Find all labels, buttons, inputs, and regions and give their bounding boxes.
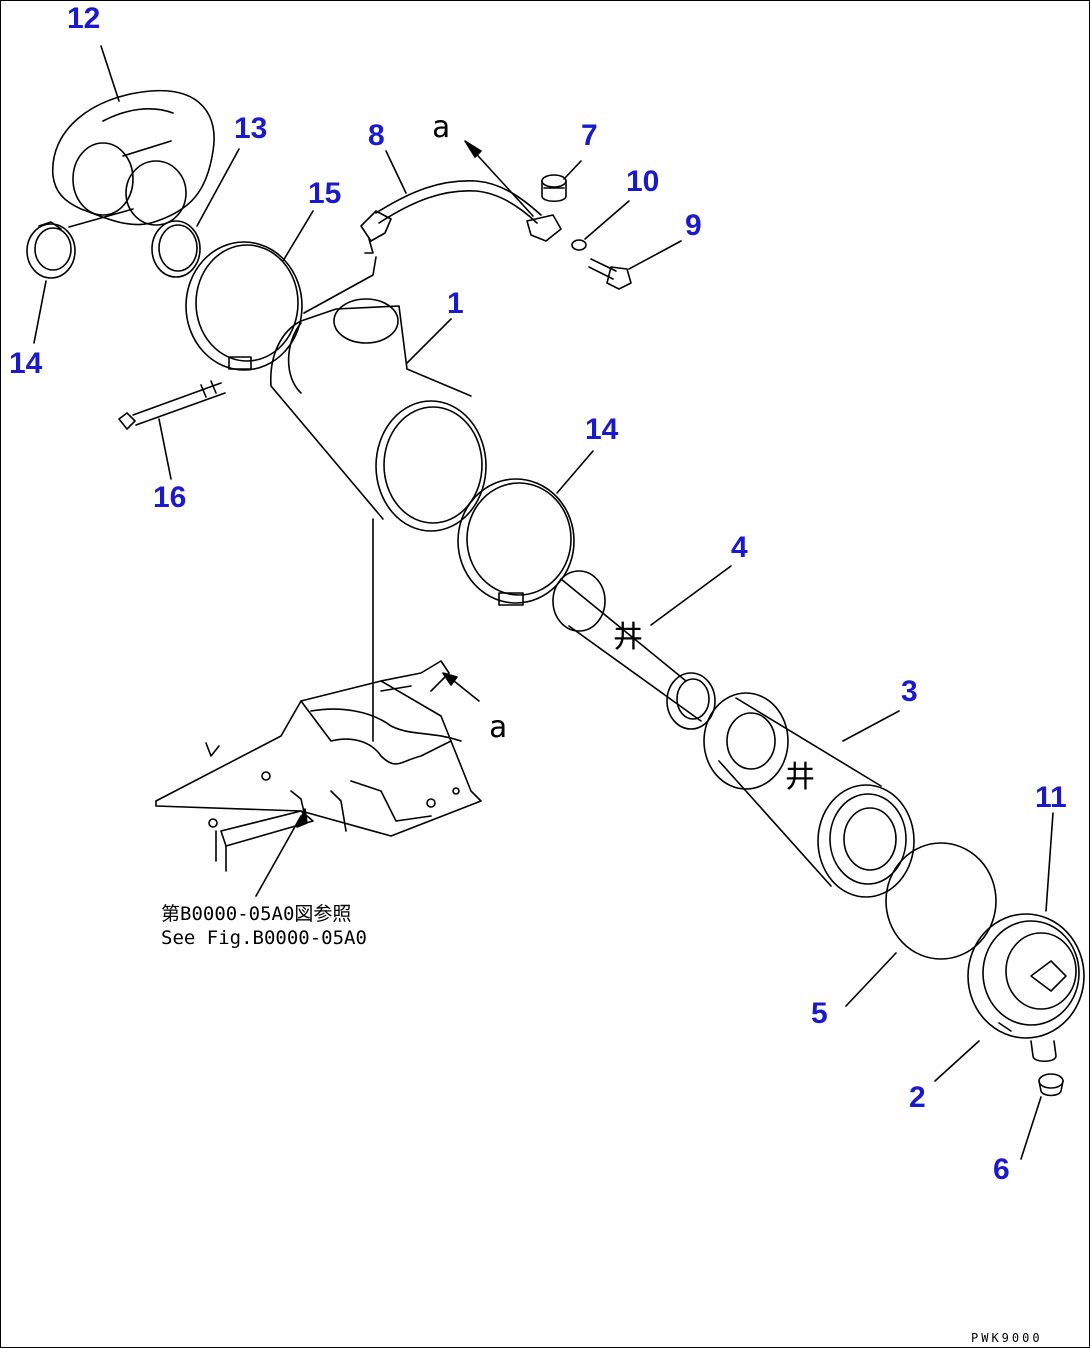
mounting-structure xyxy=(155,518,482,872)
figure-reference-note-jp: 第B0000-05A0図参照 xyxy=(161,903,352,925)
part-15-band-clamp xyxy=(185,241,303,371)
callout-2: 2 xyxy=(909,1081,926,1114)
callout-6: 6 xyxy=(993,1153,1010,1186)
callout-7: 7 xyxy=(581,119,598,152)
reference-letter-a-top: a xyxy=(432,110,451,145)
callout-8: 8 xyxy=(368,119,385,152)
callout-1: 1 xyxy=(447,287,464,320)
callout-12: 12 xyxy=(67,2,101,35)
callout-16: 16 xyxy=(153,481,187,514)
leader-14-to-12 xyxy=(68,208,134,228)
filter-mark-part-3: 井 xyxy=(785,760,815,795)
callout-10: 10 xyxy=(626,165,660,198)
callout-14-left: 14 xyxy=(9,347,43,380)
part-4-safety-element xyxy=(552,570,716,730)
callout-5: 5 xyxy=(811,997,828,1030)
reference-arrow-a-top xyxy=(464,140,534,217)
callout-15: 15 xyxy=(308,177,342,210)
callout-3: 3 xyxy=(901,675,918,708)
callout-9: 9 xyxy=(685,209,702,242)
part-14-clamp-left xyxy=(26,221,76,279)
part-5-o-ring xyxy=(885,842,997,960)
part-1-cleaner-body xyxy=(270,298,487,532)
part-8-hose xyxy=(360,179,562,254)
part-6-valve xyxy=(1038,1073,1064,1097)
filter-mark-part-4: 井 xyxy=(613,620,643,655)
part-9-bolt xyxy=(588,258,632,290)
reference-arrow-a-bottom xyxy=(442,672,480,702)
callout-leaders xyxy=(33,45,1054,1160)
part-10-washer xyxy=(571,239,587,251)
part-12-elbow-hose xyxy=(52,89,215,226)
figure-reference-note-en: See Fig.B0000-05A0 xyxy=(161,927,367,949)
see-figure-arrow xyxy=(255,808,308,897)
drawing-code: PWK9000 xyxy=(971,1331,1043,1345)
part-16-bolt xyxy=(118,380,226,430)
part-7-indicator xyxy=(541,174,567,203)
leader-8-to-body xyxy=(303,256,377,314)
part-2-cover xyxy=(967,913,1085,1063)
part-13-clamp xyxy=(151,220,201,278)
part-3-main-element xyxy=(703,692,915,898)
callout-14-right: 14 xyxy=(585,413,619,446)
callout-11: 11 xyxy=(1035,781,1067,814)
part-14-band-clamp-right xyxy=(457,478,575,606)
callout-4: 4 xyxy=(731,531,748,564)
reference-letter-a-bottom: a xyxy=(489,710,508,745)
callout-13: 13 xyxy=(234,112,268,145)
